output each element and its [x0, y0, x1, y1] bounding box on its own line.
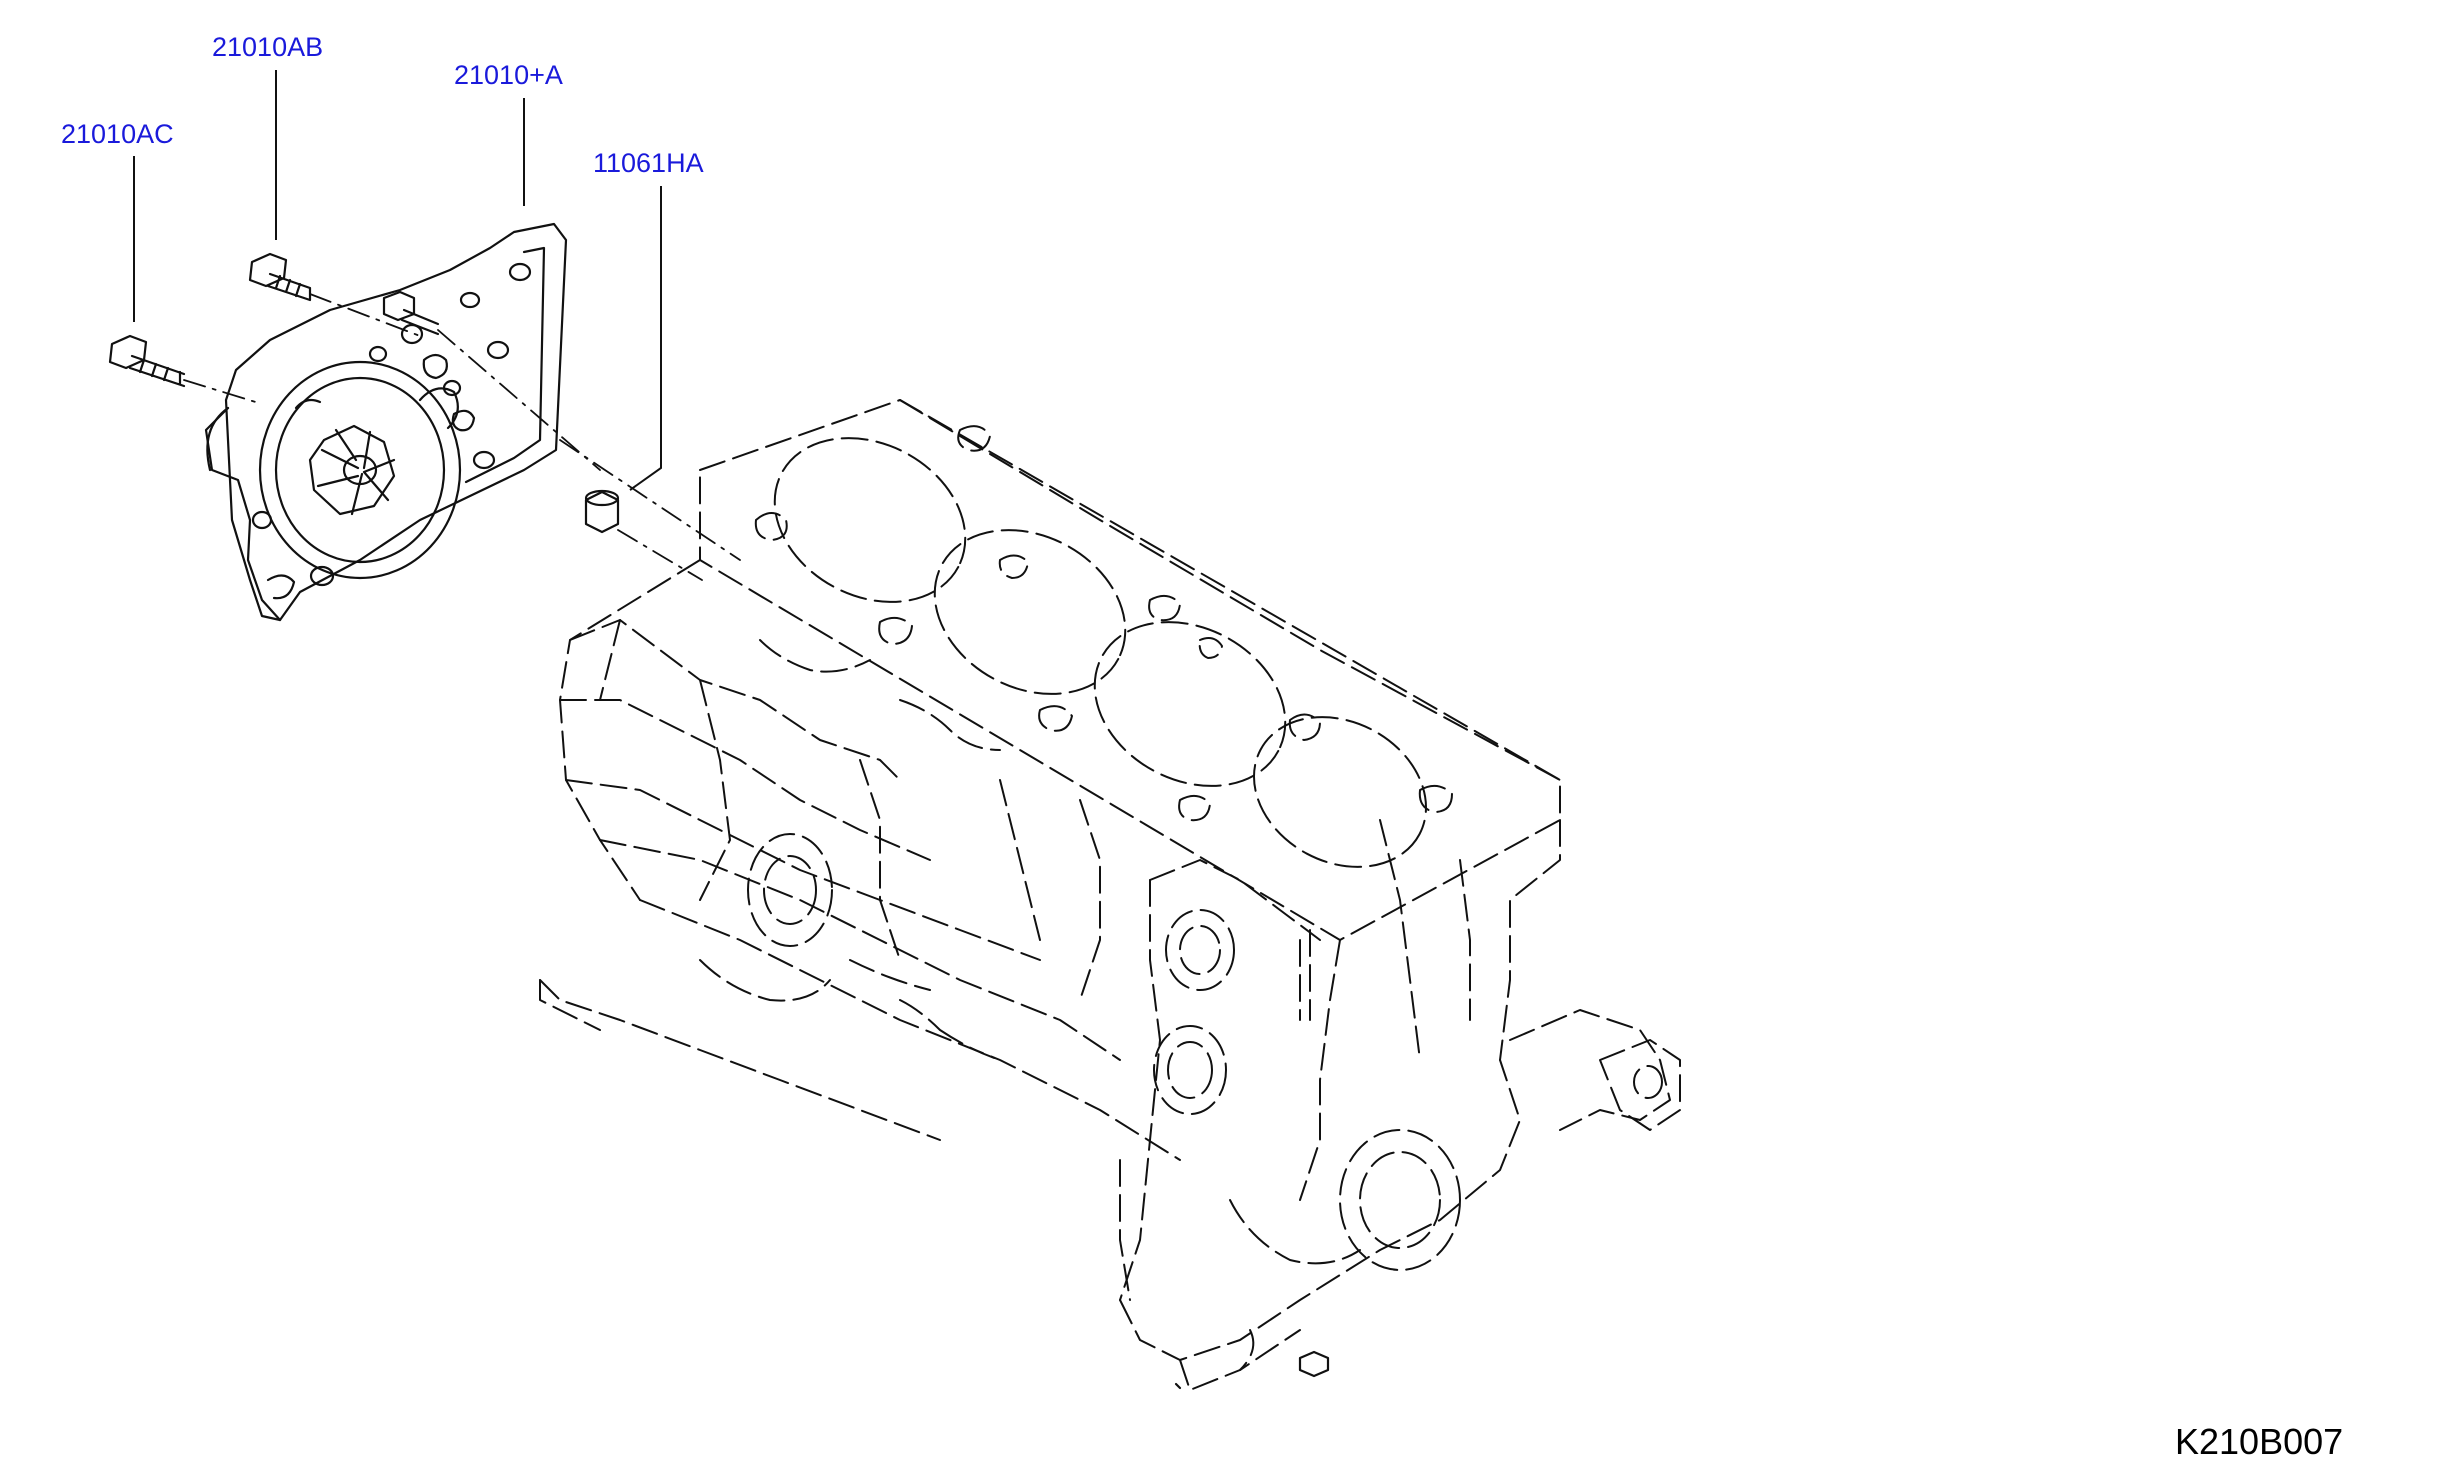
leader-lines: [133, 70, 662, 491]
bolt-upper-icon: [382, 290, 440, 336]
dowel-pin-11061HA-icon[interactable]: [584, 489, 620, 534]
callout-21010AB[interactable]: 21010AB: [212, 32, 323, 62]
callout-21010AC[interactable]: 21010AC: [61, 119, 174, 149]
engine-block-phantom: [539, 399, 1681, 1391]
callout-11061HA[interactable]: 11061HA: [593, 148, 704, 178]
bolt-21010AB-icon[interactable]: [248, 252, 312, 302]
water-pump-21010plusA[interactable]: [204, 222, 568, 622]
assembly-centerlines: [183, 293, 741, 581]
diagram-code: K210B007: [2175, 1421, 2343, 1462]
callout-21010plusA[interactable]: 21010+A: [454, 60, 563, 90]
bolt-21010AC-icon[interactable]: [108, 334, 186, 388]
leader-11061HA: [629, 186, 662, 491]
